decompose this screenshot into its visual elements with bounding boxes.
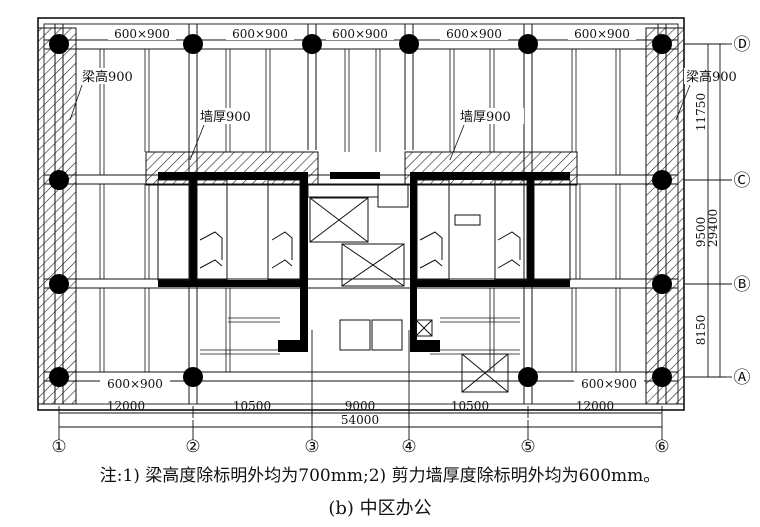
column-6A: [652, 367, 672, 387]
dim-bay-4: 10500: [451, 399, 489, 413]
axis-A-bubble: Ⓐ: [734, 368, 751, 388]
dim-bay-3: 9000: [345, 399, 376, 413]
beam-label: 600×900: [232, 27, 288, 41]
elevator-shafts: [309, 197, 509, 393]
dim-span-B-A: 8150: [694, 315, 708, 346]
axis-D-bubble: Ⓓ: [734, 35, 751, 55]
beam-height-label-left: 梁高900: [82, 69, 133, 85]
right-dimensions: [684, 43, 732, 378]
beam-height-label-right: 梁高900: [686, 69, 737, 85]
dim-bay-1: 12000: [107, 399, 145, 413]
column-5A: [518, 367, 538, 387]
figure-subcaption: (b) 中区办公: [328, 498, 432, 519]
column-6C: [652, 170, 672, 190]
main-beams-vertical: [54, 24, 667, 404]
right-hatched-beam-zone: [645, 27, 685, 405]
axis-3-bubble: ③: [304, 437, 319, 457]
column-1B: [49, 274, 69, 294]
wall-thickness-label-right: 墙厚900: [460, 110, 511, 125]
axis-4-bubble: ④: [401, 437, 416, 457]
dim-bay-5: 12000: [576, 399, 614, 413]
dim-total-depth: 29400: [706, 209, 720, 247]
beam-label: 600×900: [332, 27, 388, 41]
left-hatched-beam-zone: [37, 27, 77, 405]
floor-plan: 600×900 600×900 600×900 600×900 600×900 …: [37, 17, 751, 457]
axis-6-bubble: ⑥: [654, 437, 669, 457]
dim-bay-2: 10500: [233, 399, 271, 413]
column-1C: [49, 170, 69, 190]
core-shear-walls: [158, 172, 570, 352]
dim-span-C-B: 9500: [694, 217, 708, 248]
dim-span-D-C: 11750: [694, 93, 708, 131]
column-2D: [183, 34, 203, 54]
core-partitions: [157, 179, 571, 351]
beam-label: 600×900: [581, 377, 637, 391]
column-3D: [302, 34, 322, 54]
beam-label: 600×900: [107, 377, 163, 391]
column-1D: [49, 34, 69, 54]
main-beams-horizontal: [44, 39, 678, 382]
column-6D: [652, 34, 672, 54]
column-4D: [399, 34, 419, 54]
secondary-beams: [99, 49, 621, 372]
bottom-dimensions: [58, 330, 663, 440]
axis-B-bubble: Ⓑ: [734, 275, 751, 295]
columns: [49, 34, 672, 387]
axis-5-bubble: ⑤: [520, 437, 535, 457]
beam-label: 600×900: [574, 27, 630, 41]
column-6B: [652, 274, 672, 294]
column-5D: [518, 34, 538, 54]
beam-label: 600×900: [446, 27, 502, 41]
column-2A: [183, 367, 203, 387]
axis-C-bubble: Ⓒ: [734, 171, 751, 191]
dim-total-width: 54000: [341, 413, 379, 427]
beam-label: 600×900: [114, 27, 170, 41]
figure-note: 注:1) 梁高度除标明外均为700mm;2) 剪力墙厚度除标明外均为600mm。: [99, 466, 661, 486]
column-1A: [49, 367, 69, 387]
wall-thickness-label-left: 墙厚900: [200, 110, 251, 125]
axis-2-bubble: ②: [185, 437, 200, 457]
axis-1-bubble: ①: [51, 437, 66, 457]
